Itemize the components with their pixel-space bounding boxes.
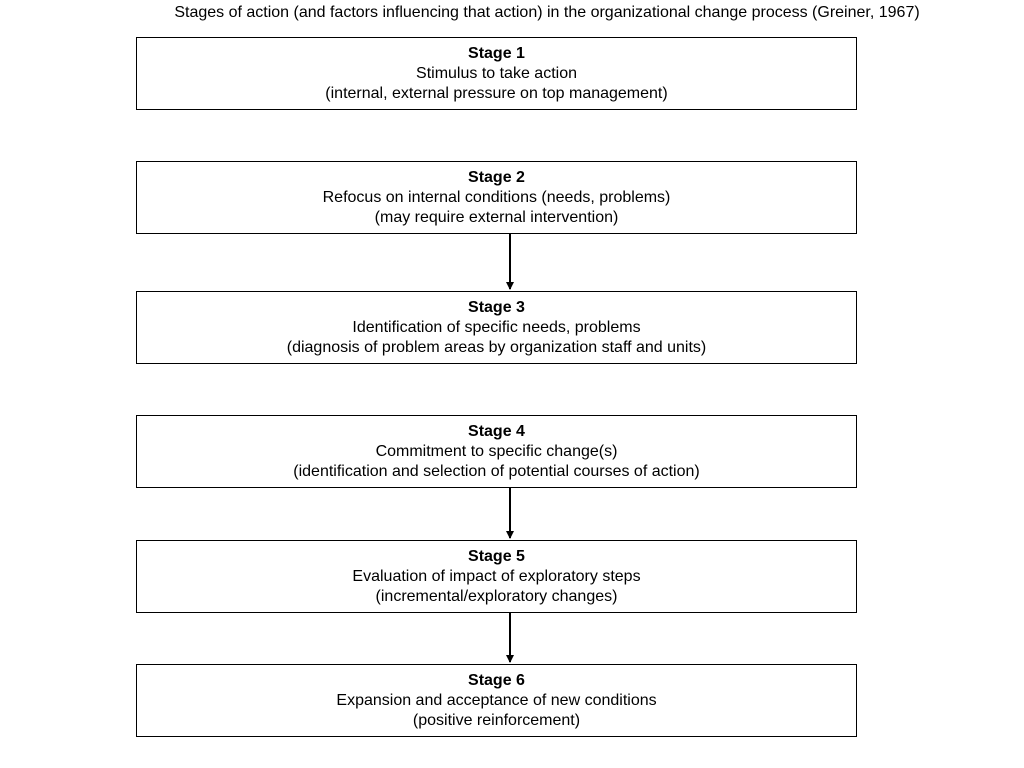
stage-4-heading: Stage 4 [468, 422, 525, 440]
stage-6-box: Stage 6 Expansion and acceptance of new … [136, 664, 857, 737]
stage-2-factors: (may require external intervention) [374, 208, 619, 226]
stage-5-heading: Stage 5 [468, 547, 525, 565]
stage-1-factors: (internal, external pressure on top mana… [325, 84, 668, 102]
stage-5-description: Evaluation of impact of exploratory step… [352, 567, 641, 585]
stage-4-box: Stage 4 Commitment to specific change(s)… [136, 415, 857, 488]
stage-2-description: Refocus on internal conditions (needs, p… [322, 188, 671, 206]
stage-4-factors: (identification and selection of potenti… [293, 462, 700, 480]
diagram-title: Stages of action (and factors influencin… [174, 4, 920, 21]
stage-3-box: Stage 3 Identification of specific needs… [136, 291, 857, 364]
stage-5-box: Stage 5 Evaluation of impact of explorat… [136, 540, 857, 613]
stage-2-heading: Stage 2 [468, 168, 525, 186]
stage-6-heading: Stage 6 [468, 671, 525, 689]
stage-5-factors: (incremental/exploratory changes) [375, 587, 618, 605]
stage-2-box: Stage 2 Refocus on internal conditions (… [136, 161, 857, 234]
stage-6-factors: (positive reinforcement) [412, 711, 581, 729]
stage-1-box: Stage 1 Stimulus to take action (interna… [136, 37, 857, 110]
stage-3-factors: (diagnosis of problem areas by organizat… [286, 338, 707, 356]
stage-3-description: Identification of specific needs, proble… [352, 318, 641, 336]
stage-1-heading: Stage 1 [468, 44, 525, 62]
stage-6-description: Expansion and acceptance of new conditio… [336, 691, 657, 709]
stage-1-description: Stimulus to take action [416, 64, 577, 82]
stage-4-description: Commitment to specific change(s) [375, 442, 618, 460]
stage-3-heading: Stage 3 [468, 298, 525, 316]
